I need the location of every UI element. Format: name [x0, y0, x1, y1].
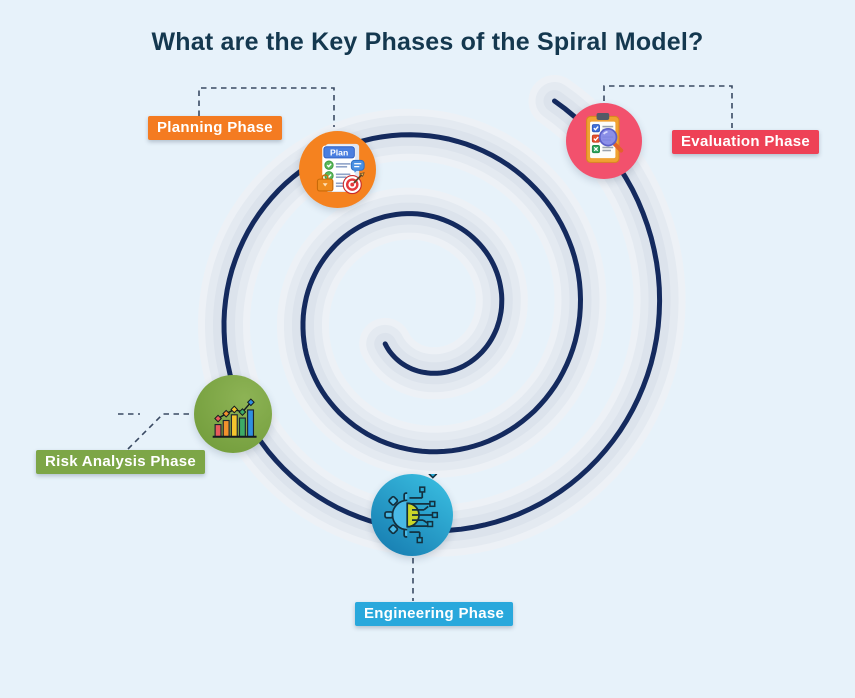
plan-header-text: Plan — [330, 147, 348, 157]
gear-circuit-icon — [371, 474, 453, 556]
engineering-phase-label: Engineering Phase — [355, 602, 514, 626]
connectors — [118, 85, 733, 601]
risk-analysis-phase-label: Risk Analysis Phase — [36, 450, 206, 474]
plan-clipboard-target-icon: Plan — [299, 131, 376, 208]
evaluation-connector-line — [603, 85, 733, 128]
planning-phase-label: Planning Phase — [148, 116, 282, 140]
risk-connector-line — [118, 413, 193, 450]
planning-connector-line — [198, 87, 335, 127]
page-title: What are the Key Phases of the Spiral Mo… — [151, 28, 704, 56]
growth-bar-chart-icon — [194, 375, 272, 453]
clipboard-magnifier-icon — [566, 103, 642, 179]
evaluation-phase-label: Evaluation Phase — [672, 130, 820, 154]
